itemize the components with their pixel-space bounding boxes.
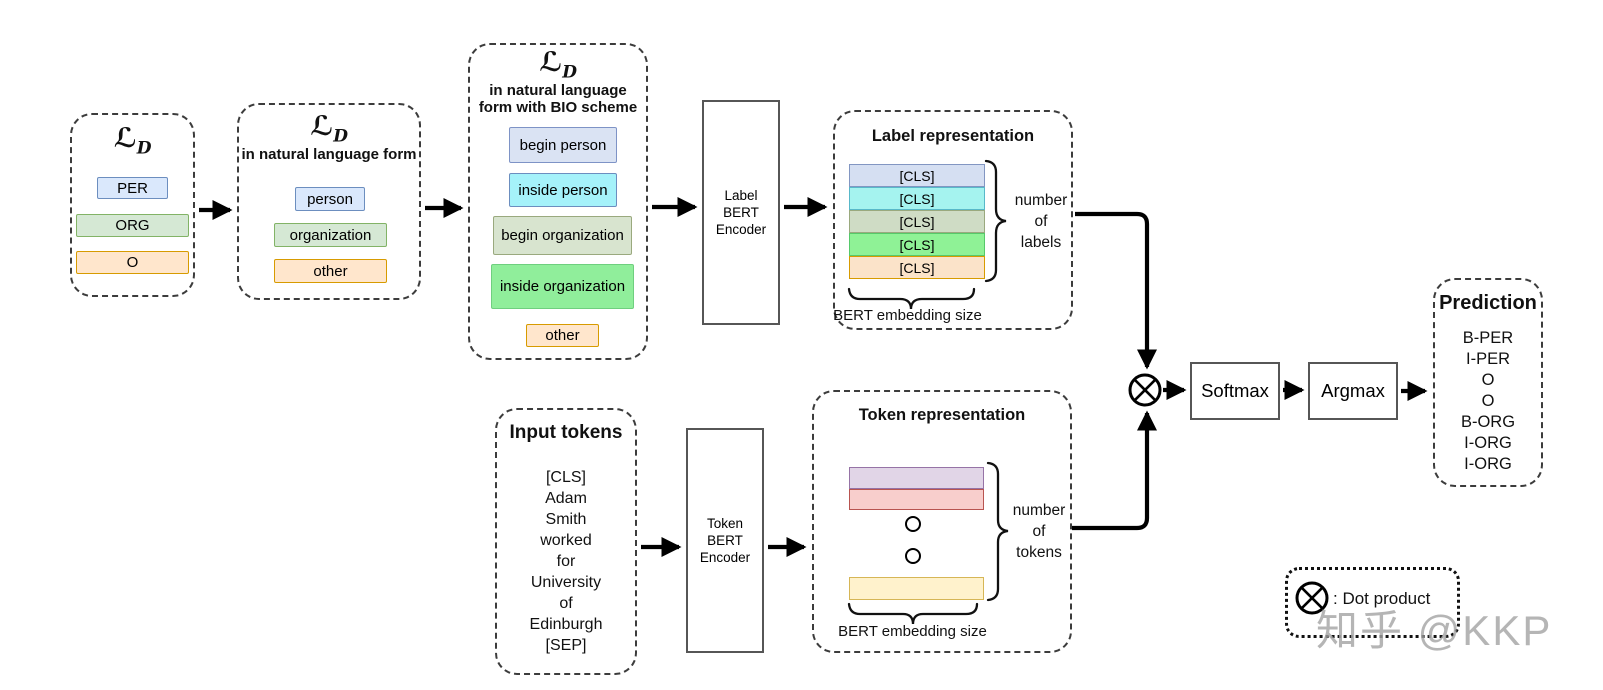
- arrows: [199, 197, 1428, 557]
- prediction-item: B-PER: [1462, 329, 1514, 347]
- brace-label-embedding-size: [847, 287, 976, 310]
- legend-dot-product-icon: [1295, 581, 1329, 615]
- cls-row-5: [CLS]: [849, 256, 985, 279]
- token-sep: [SEP]: [545, 637, 587, 654]
- natural-language-box: ℒD in natural language form person organ…: [237, 103, 421, 300]
- label-representation-box: Label representation [CLS] [CLS] [CLS] […: [833, 110, 1073, 330]
- token-university: University: [530, 574, 602, 591]
- label-chip-org: ORG: [76, 214, 189, 237]
- softmax-label: Softmax: [1201, 380, 1269, 401]
- token-for: for: [556, 553, 576, 570]
- token-adam: Adam: [545, 490, 587, 507]
- brace-token-embedding-size: [847, 602, 979, 625]
- token-bar-1: [849, 467, 984, 489]
- token-bar-3: [849, 577, 984, 600]
- natural-language-subtitle: in natural language form: [241, 146, 417, 163]
- cls-row-2: [CLS]: [849, 187, 985, 210]
- token-edinburgh: Edinburgh: [529, 616, 603, 633]
- prediction-box: Prediction B-PER I-PER O O B-ORG I-ORG I…: [1433, 278, 1543, 487]
- prediction-item: I-ORG: [1464, 455, 1512, 473]
- arrow-token-repr-dotproduct: [1072, 410, 1157, 531]
- token-bar-2: [849, 489, 984, 510]
- label-embedding-size-note: BERT embedding size: [833, 307, 982, 324]
- legend-box: [1285, 567, 1460, 638]
- token-embedding-size-note: BERT embedding size: [838, 623, 987, 640]
- token-bert-encoder-text: Token BERT Encoder: [699, 516, 751, 565]
- cls-row-1: [CLS]: [849, 164, 985, 187]
- input-tokens-list: [CLS] Adam Smith worked for University o…: [497, 467, 635, 656]
- legend-dot-product-label: : Dot product: [1333, 589, 1431, 608]
- label-set-box: ℒD PER ORG O: [70, 113, 195, 297]
- prediction-list: B-PER I-PER O O B-ORG I-ORG I-ORG: [1435, 328, 1541, 475]
- token-smith: Smith: [545, 511, 587, 528]
- watermark: 知乎 @KKP: [1316, 607, 1553, 654]
- prediction-item: I-ORG: [1464, 434, 1512, 452]
- label-bert-encoder: Label BERT Encoder: [702, 100, 780, 325]
- argmax-label: Argmax: [1321, 380, 1385, 401]
- prediction-item: O: [1481, 371, 1495, 389]
- token-representation-box: Token representation: [812, 390, 1072, 653]
- token-bert-encoder: Token BERT Encoder: [686, 428, 764, 653]
- label-bert-encoder-text: Label BERT Encoder: [715, 188, 767, 237]
- prediction-item: B-ORG: [1460, 413, 1516, 431]
- brace-number-of-tokens: [986, 461, 1009, 602]
- token-cls: [CLS]: [545, 469, 586, 486]
- ellipsis-circles: [905, 516, 921, 564]
- label-chip-begin-organization: begin organization: [493, 216, 632, 255]
- arrow-label-repr-dotproduct: [1075, 211, 1157, 370]
- input-tokens-box: Input tokens [CLS] Adam Smith worked for…: [495, 408, 637, 675]
- label-representation-title: Label representation: [871, 127, 1035, 145]
- softmax-box: Softmax: [1190, 362, 1280, 420]
- label-chip-inside-organization: inside organization: [491, 264, 634, 309]
- brace-number-of-labels: [984, 159, 1007, 283]
- label-chip-person: person: [295, 187, 365, 211]
- bio-scheme-title: ℒD: [539, 47, 577, 83]
- braces: [847, 159, 1009, 625]
- number-of-labels-note: number of labels: [1014, 192, 1068, 251]
- dot-product-operator: [1128, 373, 1162, 407]
- label-chip-other-bio: other: [526, 324, 599, 347]
- label-chip-other: other: [274, 259, 387, 283]
- label-chip-organization: organization: [274, 223, 387, 247]
- prediction-item: I-PER: [1465, 350, 1510, 368]
- bio-scheme-box: ℒD in natural language form with BIO sch…: [468, 43, 648, 360]
- label-chip-inside-person: inside person: [509, 173, 617, 207]
- prediction-title: Prediction: [1439, 292, 1537, 314]
- token-worked: worked: [540, 532, 592, 549]
- prediction-item: O: [1481, 392, 1495, 410]
- token-of: of: [559, 595, 573, 612]
- number-of-tokens-note: number of tokens: [1012, 502, 1066, 561]
- cls-row-4: [CLS]: [849, 233, 985, 256]
- label-chip-o: O: [76, 251, 189, 274]
- natural-language-title: ℒD: [310, 111, 348, 147]
- input-tokens-title: Input tokens: [509, 422, 623, 443]
- label-set-title: ℒD: [113, 123, 152, 159]
- label-chip-per: PER: [97, 177, 168, 199]
- cls-row-3: [CLS]: [849, 210, 985, 233]
- bio-scheme-subtitle: in natural language form with BIO scheme: [478, 82, 638, 116]
- label-chip-begin-person: begin person: [509, 127, 617, 163]
- token-representation-title: Token representation: [858, 406, 1026, 424]
- argmax-box: Argmax: [1308, 362, 1398, 420]
